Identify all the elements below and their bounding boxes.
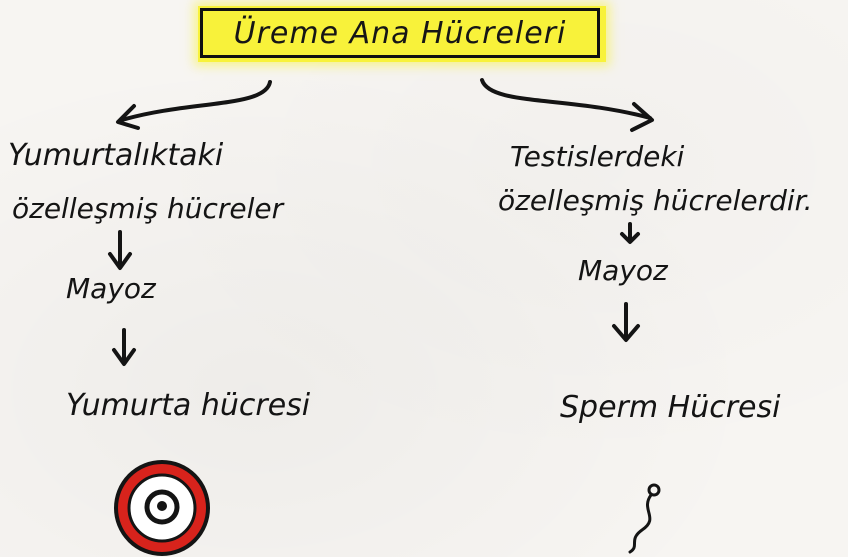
arrow-title-to-right — [480, 78, 652, 120]
arrow-head-right-result — [612, 324, 640, 342]
right-source-line1: Testislerdeki — [510, 140, 685, 173]
arrow-head-right-mayoz — [620, 232, 640, 244]
left-process-label: Mayoz — [66, 272, 156, 305]
sperm-cell-icon — [628, 483, 661, 554]
title-highlight — [198, 6, 606, 62]
right-process-label: Mayoz — [578, 254, 668, 287]
diagram-title: Üreme Ana Hücreleri — [233, 15, 567, 51]
left-source-line1: Yumurtalıktaki — [8, 138, 224, 173]
left-result-label: Yumurta hücresi — [66, 388, 311, 423]
arrow-head-left-result — [112, 348, 136, 366]
arrow-head-left-mayoz — [108, 252, 132, 270]
left-source-line2: özelleşmiş hücreler — [12, 192, 284, 225]
right-result-label: Sperm Hücresi — [560, 390, 781, 425]
arrow-title-to-left — [120, 80, 272, 122]
arrow-head-title-left — [116, 104, 140, 130]
title-frame — [200, 8, 600, 58]
arrow-head-title-right — [630, 102, 654, 132]
right-source-line2: özelleşmiş hücrelerdir. — [498, 184, 813, 217]
egg-cell-icon — [114, 460, 210, 556]
